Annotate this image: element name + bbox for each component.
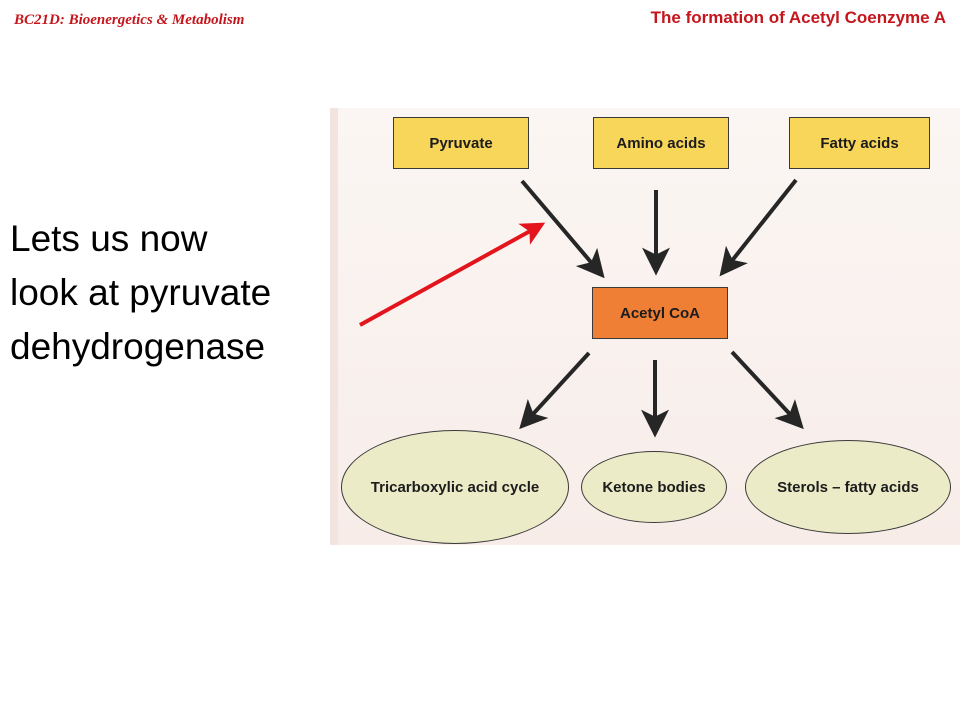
output-ellipse-ketone-bodies: Ketone bodies xyxy=(581,451,727,523)
input-box-fatty-acids: Fatty acids xyxy=(789,117,930,169)
output-ellipse-sterols-fatty-acids: Sterols – fatty acids xyxy=(745,440,951,534)
course-title: BC21D: Bioenergetics & Metabolism xyxy=(14,12,245,28)
caption-text: Lets us now look at pyruvate dehydrogena… xyxy=(10,212,350,374)
caption-line-1: Lets us now xyxy=(10,218,208,259)
arrow-acetyl-coa-to-tca xyxy=(519,351,591,430)
red-pointer-arrow xyxy=(359,222,546,327)
arrow-fatty-acids-to-acetyl-coa xyxy=(719,178,798,277)
arrow-pyruvate-to-acetyl-coa xyxy=(520,179,605,279)
output-ellipse-tca-cycle: Tricarboxylic acid cycle xyxy=(341,430,569,544)
caption-line-2: look at pyruvate xyxy=(10,272,272,313)
arrow-acetyl-coa-to-sterols xyxy=(730,350,804,430)
input-box-pyruvate: Pyruvate xyxy=(393,117,529,169)
input-box-amino-acids: Amino acids xyxy=(593,117,729,169)
center-box-acetyl-coa: Acetyl CoA xyxy=(592,287,728,339)
slide-title: The formation of Acetyl Coenzyme A xyxy=(650,8,946,27)
caption-line-3: dehydrogenase xyxy=(10,326,266,367)
